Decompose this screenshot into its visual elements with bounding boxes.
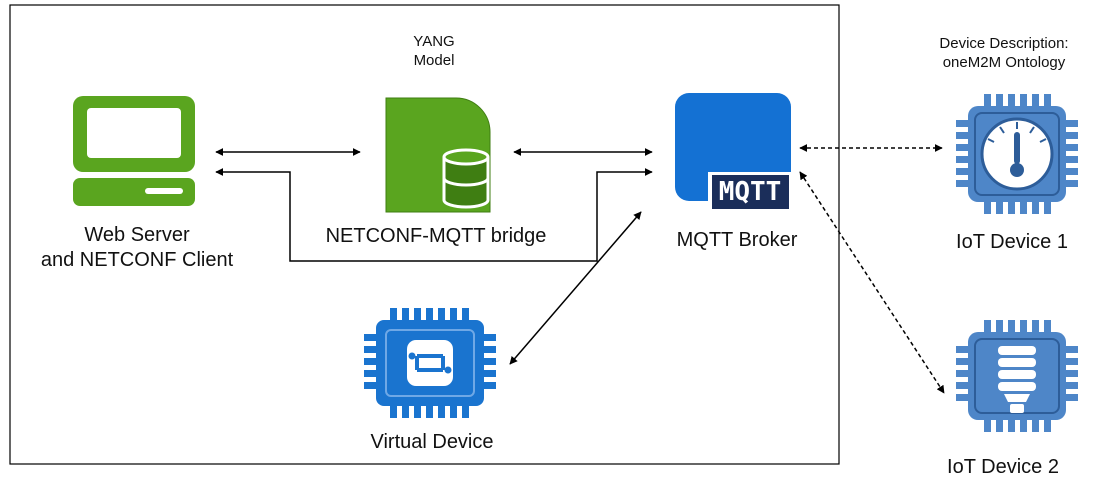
mqtt-badge-text: MQTT: [718, 177, 782, 207]
device-description-label: Device Description: oneM2M Ontology: [939, 35, 1068, 73]
light-bulb-chip-icon[interactable]: [956, 320, 1078, 432]
desktop-computer-icon[interactable]: [73, 96, 195, 206]
web-server-label-line2: and NETCONF Client: [40, 249, 234, 271]
device-description-line2: oneM2M Ontology: [942, 53, 1066, 71]
bridge-label: NETCONF-MQTT bridge: [325, 225, 547, 247]
database-bridge-icon[interactable]: [385, 97, 491, 213]
virtual-device-label: Virtual Device: [370, 431, 494, 453]
broker-to-iot2-dashed-arrow: [799, 171, 945, 394]
device-description-line1: Device Description:: [939, 35, 1069, 52]
virtual-device-to-broker-arrow: [509, 211, 642, 365]
thermometer-gauge-chip-icon[interactable]: [956, 94, 1078, 214]
iot-device-2-label: IoT Device 2: [947, 456, 1059, 478]
broker-label: MQTT Broker: [676, 229, 798, 251]
chip-icon[interactable]: [364, 308, 496, 418]
mqtt-broker-icon[interactable]: [675, 93, 792, 212]
web-broker-return-connector: [215, 168, 653, 262]
web-server-label-line1: Web Server: [84, 224, 190, 246]
web-server-label: Web Server and NETCONF Client: [41, 223, 233, 273]
yang-model-label-line2: Model: [413, 51, 455, 69]
iot-device-1-label: IoT Device 1: [956, 231, 1068, 253]
yang-model-label-line1: YANG: [413, 33, 455, 50]
yang-model-label: YANG Model: [413, 33, 454, 71]
